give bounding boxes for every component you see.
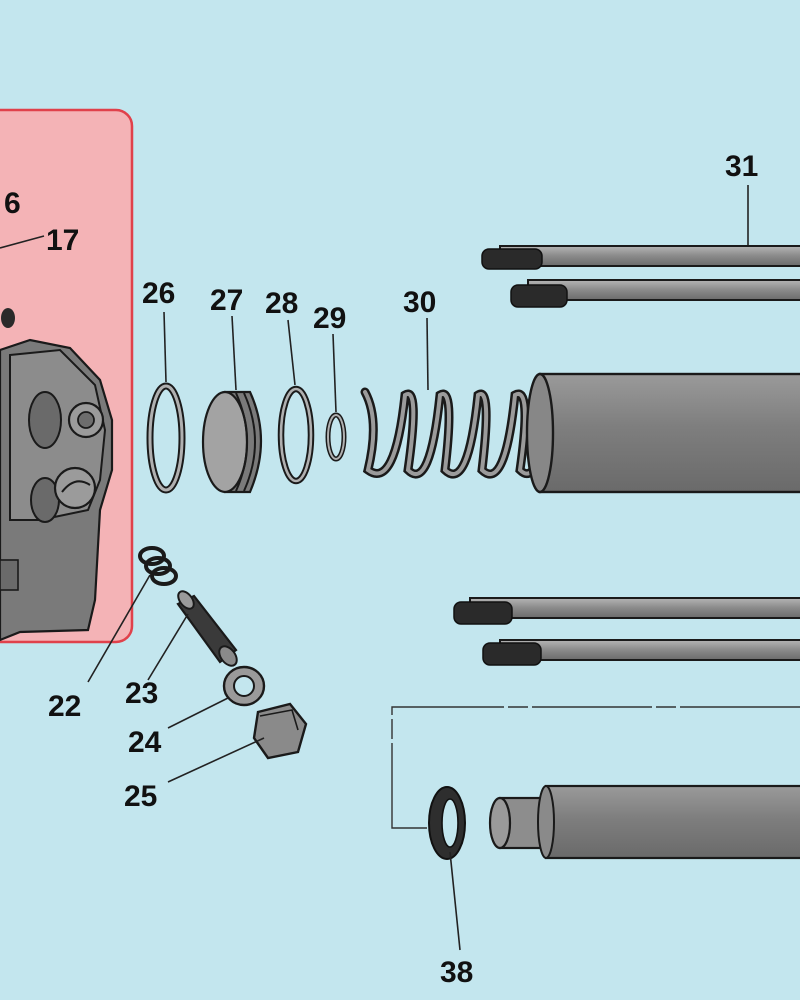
bracket-line xyxy=(391,706,800,829)
part-28-o-ring xyxy=(277,385,315,485)
pump-body xyxy=(0,308,114,642)
part-23-check-valve xyxy=(176,590,238,667)
callout-27: 27 xyxy=(210,284,243,317)
callout-23: 23 xyxy=(125,677,158,710)
part-24-washer xyxy=(222,665,266,707)
callout-31: 31 xyxy=(725,150,758,183)
cylinder-tube xyxy=(525,372,800,494)
part-25-hex-plug xyxy=(252,702,308,760)
lower-cylinder xyxy=(488,784,800,860)
callout-24: 24 xyxy=(128,726,162,759)
part-38-seal-ring xyxy=(428,786,466,860)
callout-22: 22 xyxy=(48,690,81,723)
callout-29: 29 xyxy=(313,302,346,335)
part-22-small-spring xyxy=(138,546,178,586)
part-31-tie-rods xyxy=(481,245,800,308)
part-29-small-ring xyxy=(325,412,347,462)
callout-6: 6 xyxy=(4,187,21,220)
callout-30: 30 xyxy=(403,286,436,319)
callout-28: 28 xyxy=(265,287,298,320)
part-26-o-ring xyxy=(146,382,186,494)
lower-tie-rods xyxy=(453,597,800,666)
callout-38: 38 xyxy=(440,956,473,989)
callout-17: 17 xyxy=(46,224,79,257)
callout-26: 26 xyxy=(142,277,175,310)
part-30-spring xyxy=(360,387,553,479)
callout-25: 25 xyxy=(124,780,157,813)
leader-lines xyxy=(0,185,749,951)
part-27-piston-cap xyxy=(201,390,263,494)
callout-labels: 6 17 26 27 28 29 30 31 22 23 24 25 38 xyxy=(4,150,758,989)
